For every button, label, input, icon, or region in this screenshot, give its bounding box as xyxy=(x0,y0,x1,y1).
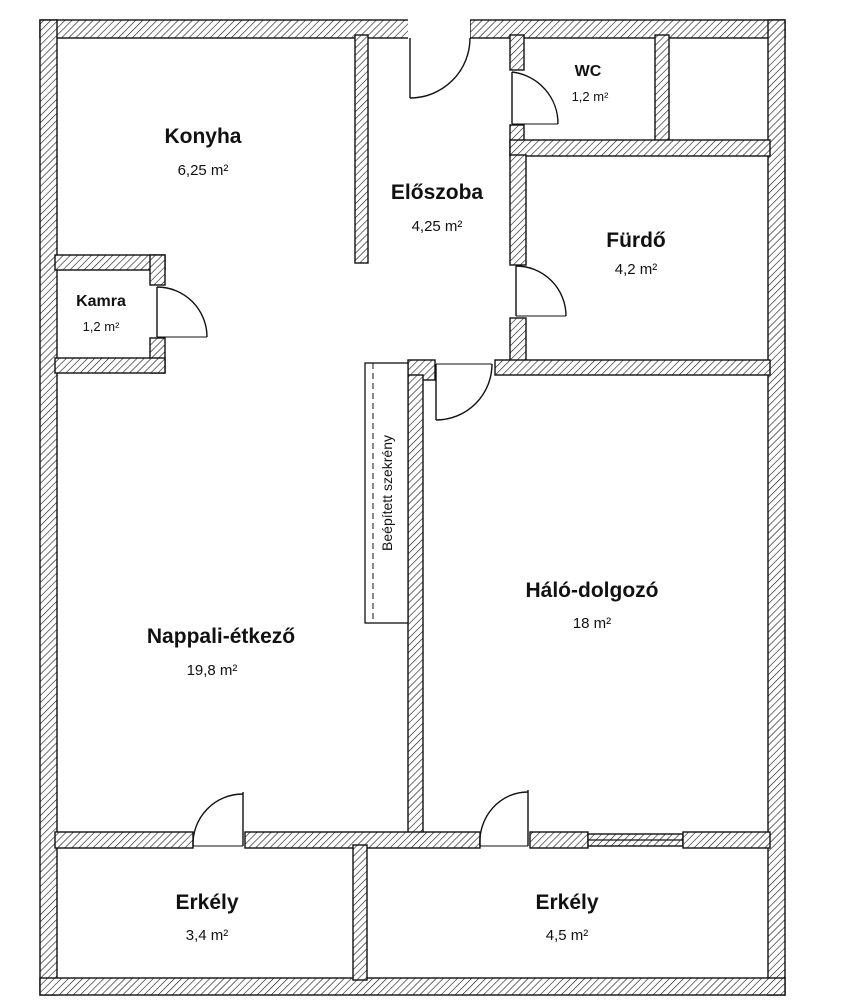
balcony-wall-right-b xyxy=(682,831,771,849)
room-eloszoba-area: 4,25 m² xyxy=(412,218,463,235)
room-erkely-left-area: 3,4 m² xyxy=(186,927,229,944)
doors xyxy=(156,18,567,847)
balcony-door-right[interactable] xyxy=(479,790,529,847)
outer-wall-left xyxy=(39,19,58,996)
room-halo-name: Háló-dolgozó xyxy=(526,579,659,602)
room-erkely-right-area: 4,5 m² xyxy=(546,927,589,944)
closet-label: Beépített szekrény xyxy=(379,435,395,551)
bath-wall-left-lower xyxy=(509,317,527,364)
kitchen-hall-wall xyxy=(354,34,369,264)
room-kamra-area: 1,2 m² xyxy=(83,319,121,334)
entrance-door[interactable] xyxy=(408,18,471,99)
outer-wall-right xyxy=(767,19,786,996)
room-erkely-right: Erkély 4,5 m² xyxy=(535,891,598,944)
living-bedroom-wall xyxy=(407,374,424,838)
wc-wall-left-upper xyxy=(509,34,525,71)
room-furdo-name: Fürdő xyxy=(606,229,665,252)
bedroom-door[interactable] xyxy=(435,360,494,421)
pantry-wall-right-upper xyxy=(149,254,166,286)
balcony-wall-left-a xyxy=(54,831,194,849)
room-wc: WC 1,2 m² xyxy=(572,63,610,104)
room-erkely-left-name: Erkély xyxy=(175,891,238,914)
balcony-door-left[interactable] xyxy=(192,792,244,847)
room-erkely-right-name: Erkély xyxy=(535,891,598,914)
room-erkely-left: Erkély 3,4 m² xyxy=(175,891,238,944)
room-kamra-name: Kamra xyxy=(76,293,126,310)
bathroom-door[interactable] xyxy=(515,265,567,317)
room-wc-name: WC xyxy=(575,63,602,80)
pantry-wall-top xyxy=(54,254,166,271)
room-halo-area: 18 m² xyxy=(573,615,611,632)
room-eloszoba-name: Előszoba xyxy=(391,181,484,204)
room-konyha-name: Konyha xyxy=(164,125,241,148)
outer-wall-top-left xyxy=(39,19,471,39)
bath-wall-left-upper xyxy=(509,154,527,266)
wc-shaft-wall xyxy=(654,34,670,144)
room-konyha-area: 6,25 m² xyxy=(178,162,229,179)
room-halo: Háló-dolgozó 18 m² xyxy=(526,579,659,632)
pantry-wall-bottom xyxy=(54,357,166,374)
wc-bath-wall xyxy=(509,139,771,157)
walls xyxy=(39,19,786,996)
room-nappali-name: Nappali-étkező xyxy=(147,625,295,648)
room-eloszoba: Előszoba 4,25 m² xyxy=(391,181,484,235)
pantry-door[interactable] xyxy=(156,286,208,338)
room-konyha: Konyha 6,25 m² xyxy=(164,125,241,179)
wc-door[interactable] xyxy=(511,71,559,125)
room-kamra: Kamra 1,2 m² xyxy=(76,293,126,334)
built-in-closet: Beépített szekrény xyxy=(364,362,409,624)
outer-wall-bottom xyxy=(39,977,786,996)
room-furdo: Fürdő 4,2 m² xyxy=(606,229,665,278)
balcony-wall-right-a xyxy=(529,831,589,849)
room-furdo-area: 4,2 m² xyxy=(615,261,658,278)
room-labels: Konyha 6,25 m² Előszoba 4,25 m² WC 1,2 m… xyxy=(76,63,666,944)
room-nappali: Nappali-étkező 19,8 m² xyxy=(147,625,295,679)
bath-wall-bottom xyxy=(494,359,771,376)
room-nappali-area: 19,8 m² xyxy=(187,662,238,679)
balcony-divider xyxy=(352,844,368,981)
room-wc-area: 1,2 m² xyxy=(572,89,610,104)
